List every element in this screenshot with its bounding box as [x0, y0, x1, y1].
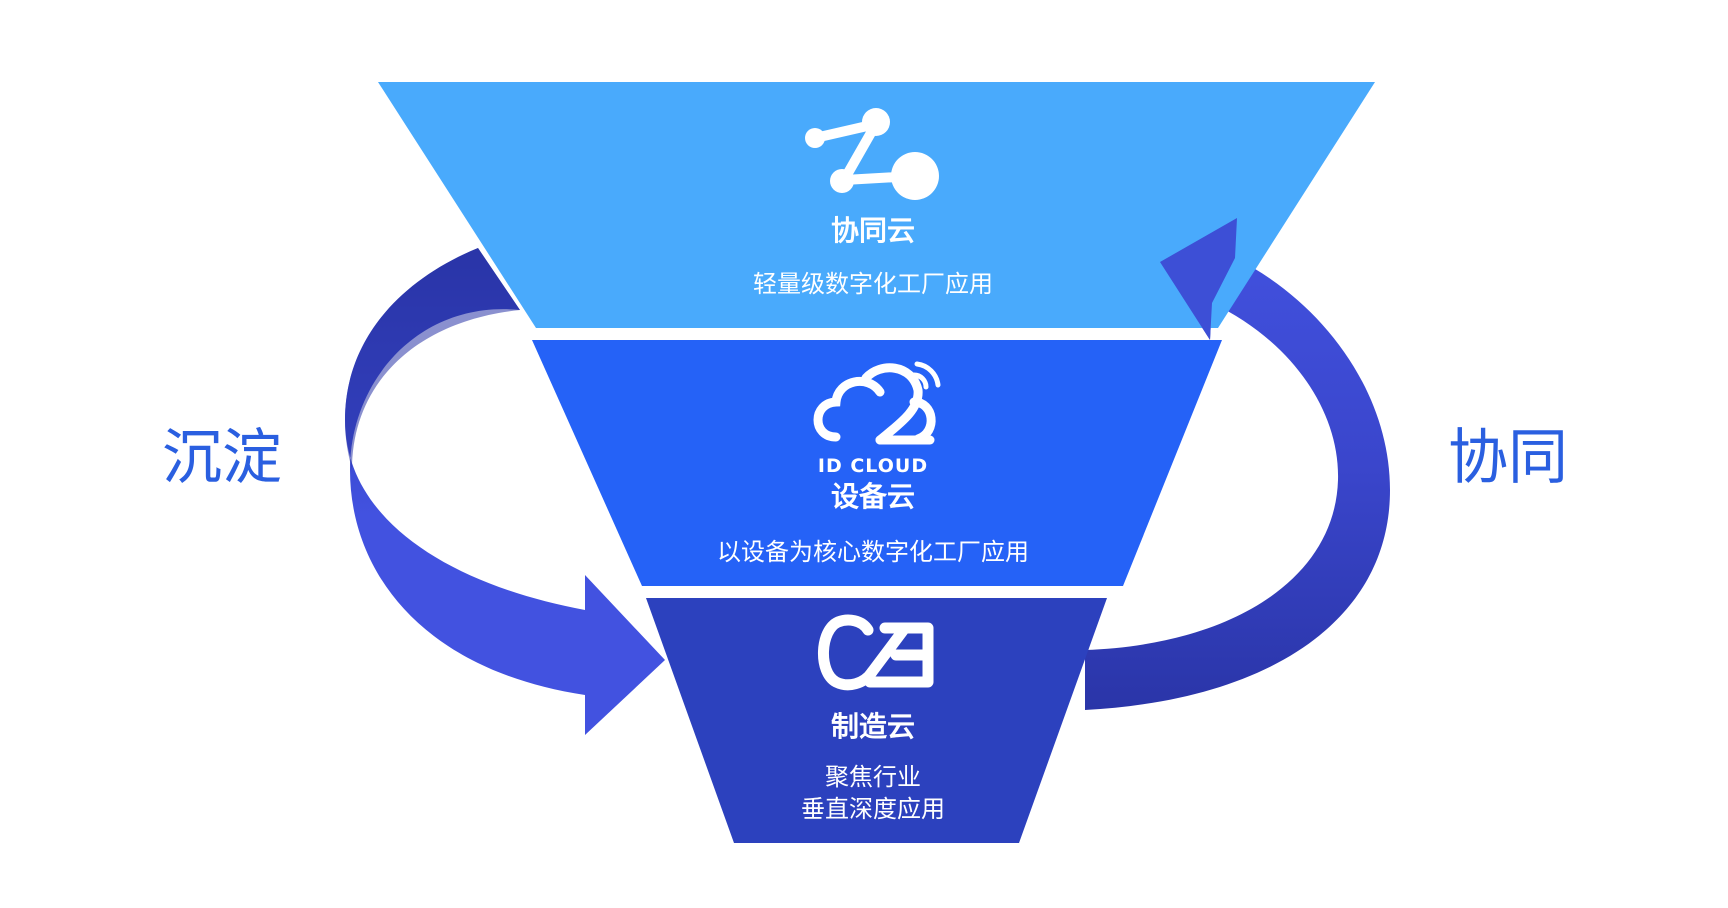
cb-logo-icon	[818, 614, 934, 691]
tier-top-shape	[378, 82, 1375, 328]
right-side-label: 协同	[1448, 423, 1568, 493]
right-arrow-head	[1160, 218, 1237, 340]
tier-bottom-title: 制造云	[831, 710, 915, 743]
tier-bottom-shape	[646, 598, 1107, 843]
left-arrow-body	[345, 248, 665, 735]
tier-top-subtitle: 轻量级数字化工厂应用	[753, 270, 993, 298]
tier-middle-title: 设备云	[831, 480, 915, 513]
tier-top-title: 协同云	[831, 214, 915, 247]
right-cycle-arrow	[1085, 218, 1390, 710]
node-link-icon	[805, 108, 939, 200]
left-arrow-inner-shade	[345, 248, 520, 470]
tier-bottom-subtitle-line-2: 垂直深度应用	[801, 795, 945, 823]
right-arrow-head-shape	[1160, 218, 1237, 340]
right-arrow-body	[1085, 218, 1390, 710]
tier-bottom-subtitle-line-1: 聚焦行业	[825, 763, 921, 791]
left-cycle-arrow	[345, 248, 665, 735]
tier-middle-subtitle: 以设备为核心数字化工厂应用	[717, 538, 1029, 566]
left-side-label: 沉淀	[162, 423, 282, 493]
tier-middle-shape	[532, 340, 1222, 586]
funnel	[378, 82, 1375, 843]
id-cloud-logo-text: ID CLOUD	[818, 455, 928, 477]
cloud-signal-icon	[813, 361, 941, 445]
